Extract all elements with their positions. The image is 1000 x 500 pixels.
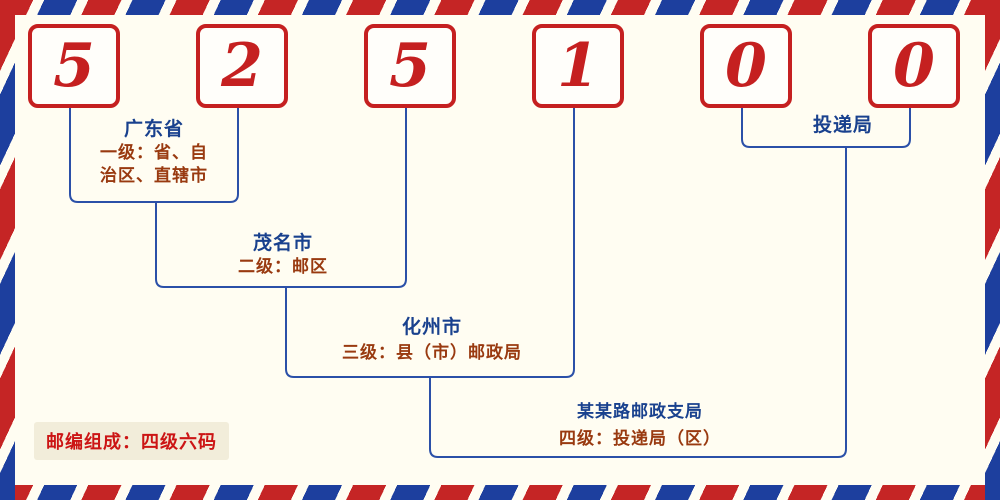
digit-6: 0 <box>893 31 935 101</box>
level2-name: 茂名市 <box>252 232 313 254</box>
level1-name: 广东省 <box>123 118 184 140</box>
delivery-office-name: 投递局 <box>812 114 873 136</box>
airmail-border-top <box>0 0 1000 15</box>
level1-desc-line2: 治区、直辖市 <box>100 166 208 186</box>
digit-box-2: 2 <box>196 24 288 108</box>
digit-4: 1 <box>557 31 599 101</box>
digit-box-1: 5 <box>28 24 120 108</box>
digit-3: 5 <box>389 31 431 101</box>
digit-5: 0 <box>725 31 767 101</box>
level3-desc: 三级：县（市）邮政局 <box>342 343 522 363</box>
composition-note: 邮编组成：四级六码 <box>34 422 229 460</box>
digit-box-4: 1 <box>532 24 624 108</box>
digit-1: 5 <box>53 31 95 101</box>
digit-box-6: 0 <box>868 24 960 108</box>
digit-2: 2 <box>221 31 263 101</box>
level4-name: 某某路邮政支局 <box>577 402 703 422</box>
level3-name: 化州市 <box>401 316 462 338</box>
airmail-border-left <box>0 0 15 500</box>
level1-desc: 一级：省、自 治区、直辖市 <box>74 142 234 188</box>
airmail-border-bottom <box>0 485 1000 500</box>
digit-box-5: 0 <box>700 24 792 108</box>
level4-desc: 四级：投递局（区） <box>559 429 721 449</box>
digit-box-3: 5 <box>364 24 456 108</box>
level1-desc-line1: 一级：省、自 <box>100 143 208 163</box>
airmail-border-right <box>985 0 1000 500</box>
level2-desc: 二级：邮区 <box>238 257 328 277</box>
